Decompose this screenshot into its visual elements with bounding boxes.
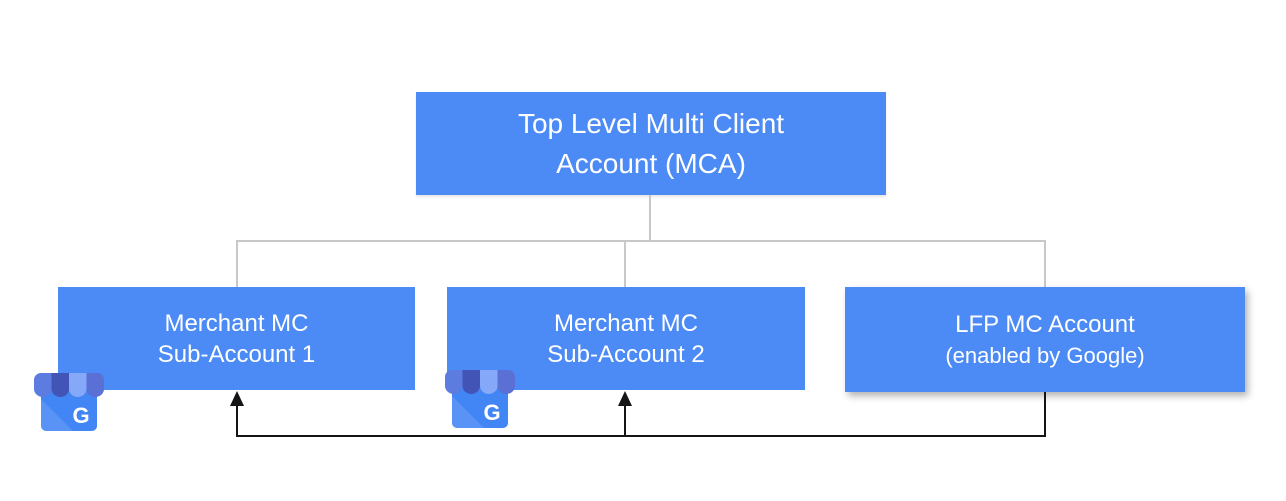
gmb-g-letter: G (72, 403, 89, 428)
arrowhead-sub1 (230, 391, 244, 406)
storefront-icon: G (34, 373, 104, 431)
connector-drop-sub2 (624, 240, 626, 287)
node-label-line: Merchant MC (164, 309, 309, 337)
arrowhead-sub2 (618, 391, 632, 406)
node-label-line: Merchant MC (553, 309, 699, 337)
node-top-level-mca: Top Level Multi Client Account (MCA) (416, 92, 886, 195)
node-label-line: Sub-Account 2 (547, 340, 705, 368)
node-label-line: Sub-Account 1 (157, 340, 316, 368)
node-label-line: LFP MC Account (955, 310, 1135, 338)
node-lfp-mc-account: LFP MC Account (enabled by Google) (845, 287, 1245, 392)
connector-drop-sub1 (236, 240, 238, 287)
arrow-line-up-sub2 (624, 404, 626, 437)
storefront-icon: G (445, 370, 515, 428)
node-label-line: Top Level Multi Client (517, 107, 785, 139)
node-label-line: (enabled by Google) (945, 342, 1145, 368)
gmb-g-letter: G (483, 400, 500, 425)
arrow-line-horizontal (236, 435, 1046, 437)
connector-horizontal (236, 240, 1046, 242)
connector-top-vertical (649, 195, 651, 241)
google-my-business-icon: G (33, 367, 105, 433)
arrow-line-up-sub1 (236, 404, 238, 437)
google-my-business-icon: G (444, 364, 516, 430)
arrow-line-lfp-down (1044, 392, 1046, 437)
node-label-line: Account (MCA) (556, 147, 746, 179)
node-merchant-sub-account-1: Merchant MC Sub-Account 1 (58, 287, 415, 390)
connector-drop-lfp (1044, 240, 1046, 287)
